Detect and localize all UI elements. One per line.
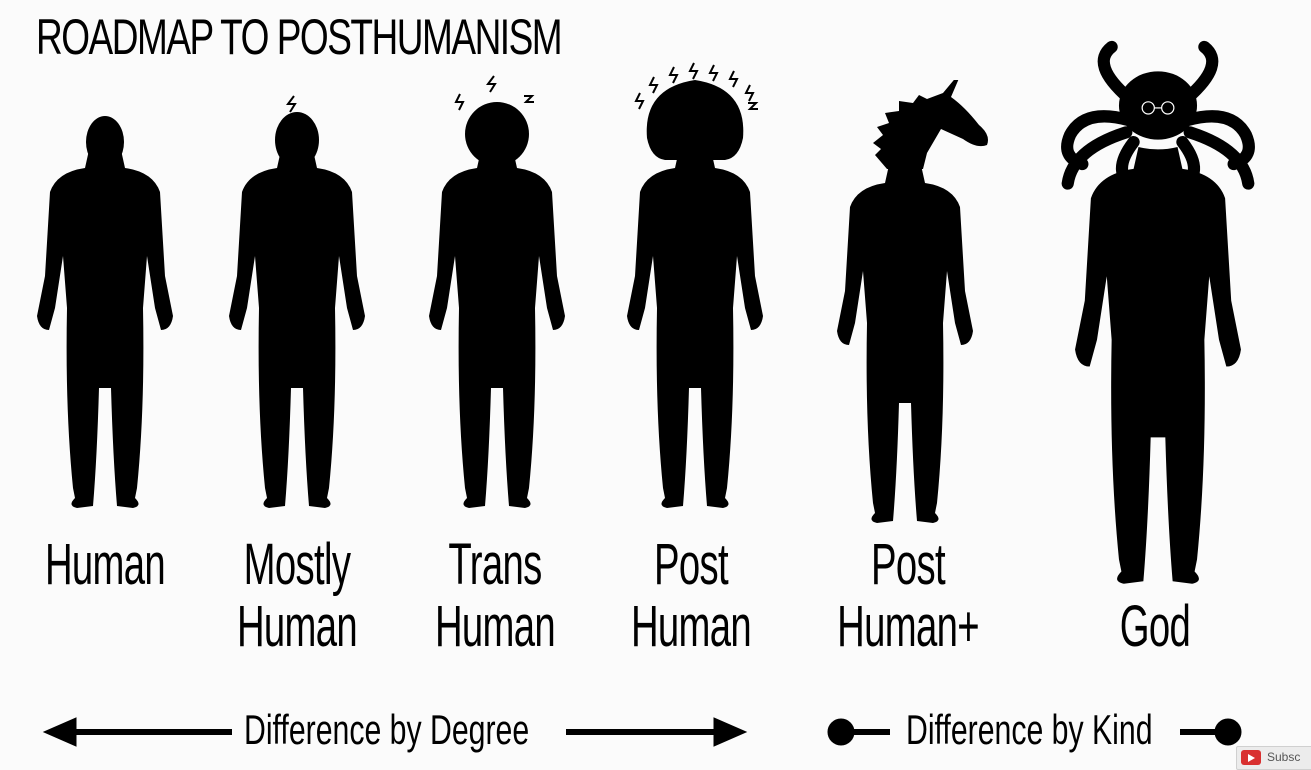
label-trans-human: Trans Human	[422, 534, 567, 658]
label-post-human-plus: Post Human+	[835, 534, 980, 658]
label-post-human: Post Human	[618, 534, 763, 658]
subscribe-button[interactable]: Subsc	[1236, 746, 1311, 770]
subscribe-label: Subsc	[1267, 750, 1300, 764]
trans-human-silhouette	[392, 70, 602, 530]
youtube-play-icon	[1241, 750, 1261, 765]
label-mostly-human: Mostly Human	[224, 534, 369, 658]
post-human-plus-silhouette	[800, 80, 1010, 530]
difference-by-degree-label: Difference by Degree	[244, 706, 529, 754]
degree-arrow-left	[44, 718, 232, 746]
difference-by-kind-label: Difference by Kind	[906, 706, 1153, 754]
kind-marker-left	[828, 719, 890, 745]
mostly-human-silhouette	[192, 90, 402, 530]
degree-arrow-right	[566, 718, 746, 746]
human-silhouette	[0, 90, 210, 530]
post-human-silhouette	[590, 55, 800, 530]
label-human: Human	[32, 534, 177, 596]
god-silhouette	[1040, 40, 1270, 600]
label-god: God	[1082, 596, 1227, 658]
page-title: ROADMAP TO POSTHUMANISM	[36, 8, 561, 66]
kind-marker-right	[1180, 719, 1241, 745]
